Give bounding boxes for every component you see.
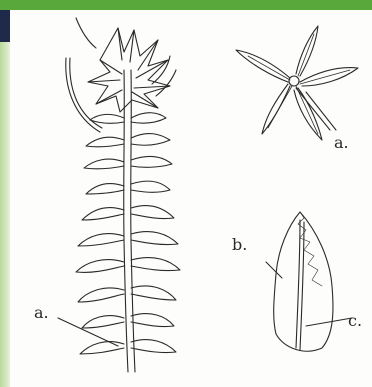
label-leaf-midrib: c. (348, 311, 362, 330)
leaf-midrib (296, 220, 300, 348)
seta-mid (76, 18, 96, 48)
whorl-center (289, 76, 299, 86)
leader-whorl (306, 92, 336, 130)
single-leaf (266, 212, 352, 351)
stem (124, 70, 128, 372)
moss-plant (66, 18, 180, 372)
leaf-whorl (236, 26, 358, 140)
label-whorl-node: a. (334, 133, 349, 152)
label-stem-node: a. (34, 303, 49, 322)
label-leaf-margin: b. (232, 235, 247, 254)
stem-leaves (76, 113, 180, 354)
leaf-outline (274, 212, 333, 351)
